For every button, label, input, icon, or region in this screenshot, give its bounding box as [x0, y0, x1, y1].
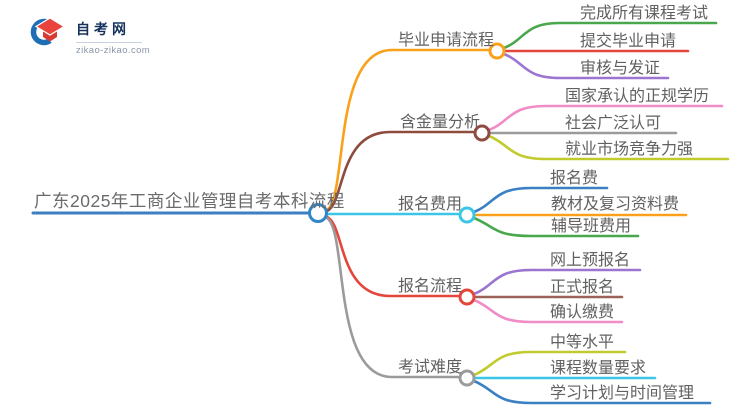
site-logo: 自考网 zikao-zikao.com — [30, 15, 150, 56]
leaf-topic-2-2: 社会广泛认可 — [565, 115, 662, 132]
root-node-circle — [308, 203, 328, 223]
edge-branch3-leaf3 — [472, 216, 640, 238]
logo-divider — [76, 42, 142, 43]
edge-branch5-leaf1 — [472, 350, 627, 377]
edge-branch2-leaf1 — [487, 104, 724, 132]
leaf-topic-3-2: 教材及复习资料费 — [551, 196, 680, 213]
leaf-topic-4-1: 网上预报名 — [550, 252, 631, 269]
logo-text-block: 自考网 zikao-zikao.com — [76, 15, 150, 56]
edge-branch1-leaf3 — [502, 52, 670, 80]
root-topic: 广东2025年工商企业管理自考本科流程 — [34, 191, 345, 211]
logo-site-name: 自考网 — [76, 21, 130, 37]
edge-root-branch-4 — [325, 215, 460, 298]
branch-topic-registration-fees: 报名费用 — [398, 196, 463, 213]
leaf-topic-4-2: 正式报名 — [550, 279, 615, 296]
branch-5-node-circle — [458, 369, 476, 387]
branch-topic-graduation-application: 毕业申请流程 — [398, 32, 495, 49]
edge-root-branch-1 — [325, 48, 491, 212]
leaf-topic-5-3: 学习计划与时间管理 — [550, 385, 695, 402]
edge-branch4-leaf1 — [472, 268, 642, 296]
branch-1-node-circle — [488, 42, 506, 60]
leaf-topic-5-1: 中等水平 — [550, 334, 615, 351]
leaf-topic-3-1: 报名费 — [550, 170, 599, 187]
branch-topic-exam-difficulty: 考试难度 — [398, 359, 463, 376]
branch-4-node-circle — [458, 288, 476, 306]
edge-root-branch-2 — [325, 130, 475, 213]
edge-branch2-leaf3 — [487, 134, 730, 161]
leaf-topic-1-1: 完成所有课程考试 — [580, 5, 709, 22]
graduation-cap-icon — [30, 17, 66, 46]
edge-branch3-leaf1 — [472, 186, 609, 214]
branch-3-node-circle — [458, 206, 476, 224]
edge-root-branch-5 — [325, 216, 460, 379]
logo-site-domain: zikao-zikao.com — [76, 45, 151, 56]
leaf-topic-1-3: 审核与发证 — [580, 60, 661, 77]
edge-branch5-leaf3 — [472, 379, 712, 405]
leaf-topic-5-2: 课程数量要求 — [550, 360, 647, 377]
branch-topic-value-analysis: 含金量分析 — [400, 114, 481, 131]
edge-branch1-leaf1 — [502, 21, 718, 50]
leaf-topic-4-3: 确认缴费 — [550, 304, 615, 321]
branch-topic-registration-process: 报名流程 — [398, 278, 463, 295]
edge-branch4-leaf3 — [472, 298, 624, 324]
leaf-topic-2-3: 就业市场竞争力强 — [565, 141, 694, 158]
leaf-topic-1-2: 提交毕业申请 — [580, 33, 677, 50]
branch-2-node-circle — [473, 124, 491, 142]
leaf-topic-2-1: 国家承认的正规学历 — [565, 88, 710, 105]
leaf-topic-3-3: 辅导班费用 — [551, 218, 632, 235]
